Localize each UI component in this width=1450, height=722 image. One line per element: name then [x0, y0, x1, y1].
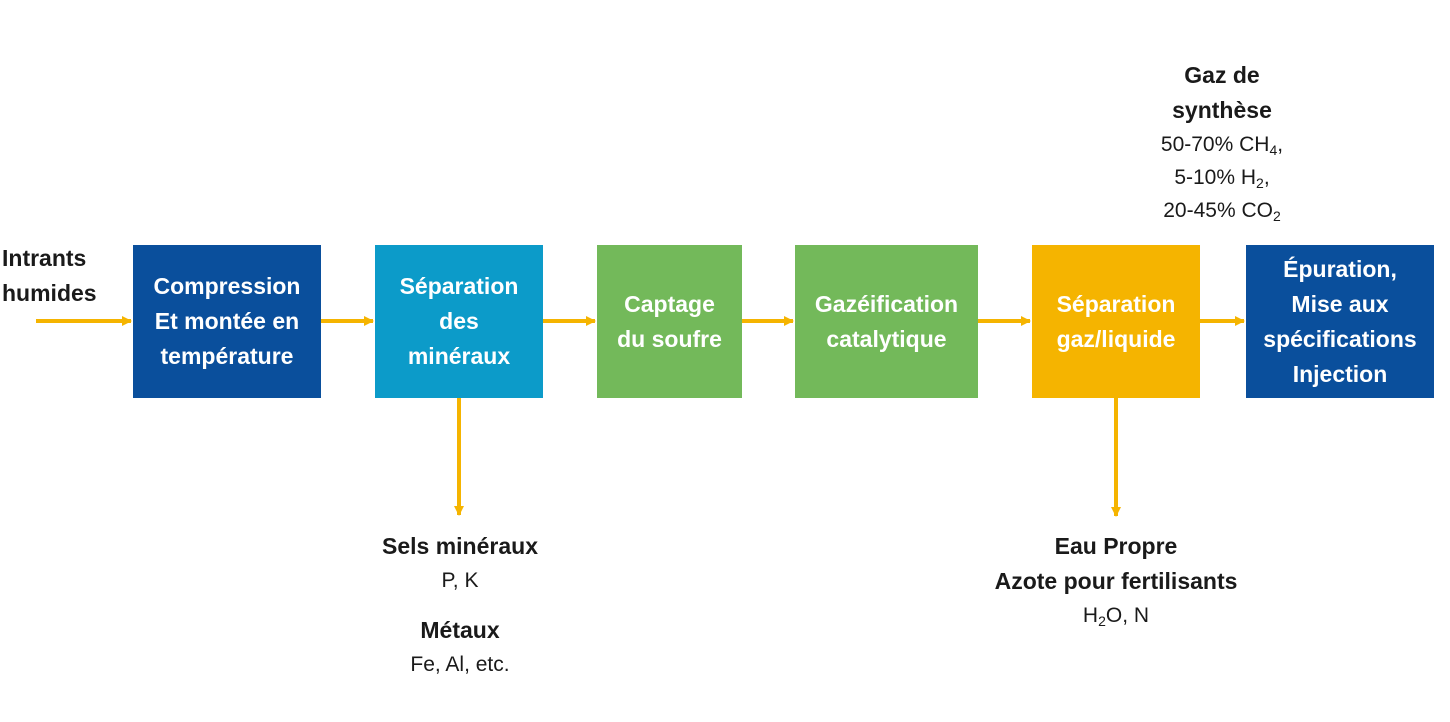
step-purification-line-4: Injection [1292, 360, 1388, 387]
syngas-ch4: 50-70% CH4, [1160, 133, 1284, 158]
step-compression-line-1: Compression [153, 273, 301, 299]
syngas-title-2: synthèse [1172, 97, 1272, 123]
step-gasification-line-1: Gazéification [814, 290, 959, 317]
step-mineral-separation-line-1: Séparation [399, 273, 519, 299]
water-title-2: Azote pour fertilisants [994, 568, 1238, 594]
step-purification-line-3: spécifications [1263, 325, 1417, 352]
salts-detail: P, K [441, 569, 479, 592]
syngas-title-1: Gaz de [1184, 62, 1260, 88]
step-sulfur-capture: Captage du soufre [597, 245, 742, 398]
step-mineral-separation: Séparation des minéraux [375, 245, 543, 398]
water-label: Eau Propre Azote pour fertilisants H2O, … [966, 529, 1266, 632]
salts-title: Sels minéraux [382, 533, 538, 559]
step-gas-liquid-line-1: Séparation [1056, 290, 1176, 317]
minerals-label: Sels minéraux P, K Métaux Fe, Al, etc. [340, 529, 580, 681]
metals-title: Métaux [420, 617, 500, 643]
water-title-1: Eau Propre [1054, 533, 1178, 559]
step-mineral-separation-line-3: minéraux [407, 343, 511, 369]
step-purification-line-1: Épuration, [1283, 255, 1397, 282]
input-label: Intrants humides [2, 241, 97, 311]
step-purification-line-2: Mise aux [1291, 290, 1389, 317]
input-line-2: humides [2, 280, 97, 306]
syngas-co2: 20-45% CO2 [1163, 199, 1281, 224]
step-mineral-separation-line-2: des [439, 308, 479, 334]
syngas-h2: 5-10% H2, [1174, 166, 1270, 191]
step-sulfur-capture-line-2: du soufre [617, 325, 722, 352]
step-sulfur-capture-line-1: Captage [624, 290, 715, 317]
step-gas-liquid-separation: Séparation gaz/liquide [1032, 245, 1200, 398]
step-purification-injection: Épuration, Mise aux spécifications Injec… [1246, 245, 1434, 398]
metals-detail: Fe, Al, etc. [410, 653, 510, 676]
input-line-1: Intrants [2, 245, 87, 271]
step-compression-line-2: Et montée en [154, 308, 300, 334]
water-detail: H2O, N [1082, 604, 1150, 629]
syngas-label: Gaz de synthèse 50-70% CH4, 5-10% H2, 20… [1122, 58, 1322, 227]
step-gas-liquid-line-2: gaz/liquide [1056, 325, 1176, 352]
step-gasification: Gazéification catalytique [795, 245, 978, 398]
step-compression: Compression Et montée en température [133, 245, 321, 398]
step-gasification-line-2: catalytique [826, 325, 947, 352]
step-compression-line-3: température [160, 343, 294, 369]
